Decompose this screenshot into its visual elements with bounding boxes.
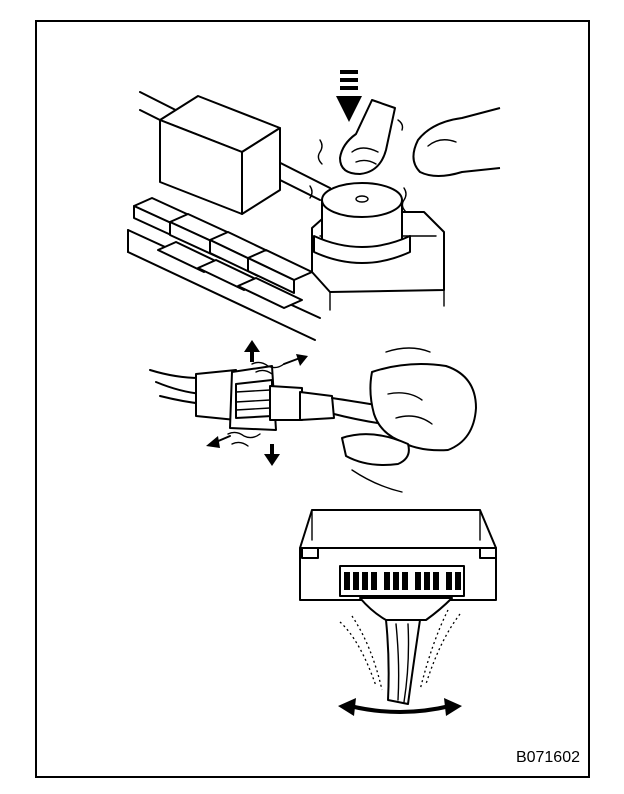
figure-border [35, 20, 590, 778]
connector-wiggle-illustration [149, 340, 477, 493]
wiggle-arrows [206, 340, 308, 466]
figure-code: B071602 [516, 749, 580, 766]
wiggle-double-arrow [338, 698, 462, 716]
tap-direction-arrow [336, 70, 362, 122]
fuse-row [133, 197, 313, 309]
gripping-hand [341, 347, 477, 493]
round-relay [313, 182, 411, 264]
relay-tap-illustration [127, 70, 501, 341]
harness-connector [195, 365, 335, 431]
ecu-harness-illustration [299, 509, 497, 716]
relay-block [159, 95, 281, 215]
tapping-finger [339, 99, 396, 175]
steadying-hand [412, 107, 501, 177]
wire-harness [359, 597, 453, 705]
ecu-connector [339, 565, 465, 597]
